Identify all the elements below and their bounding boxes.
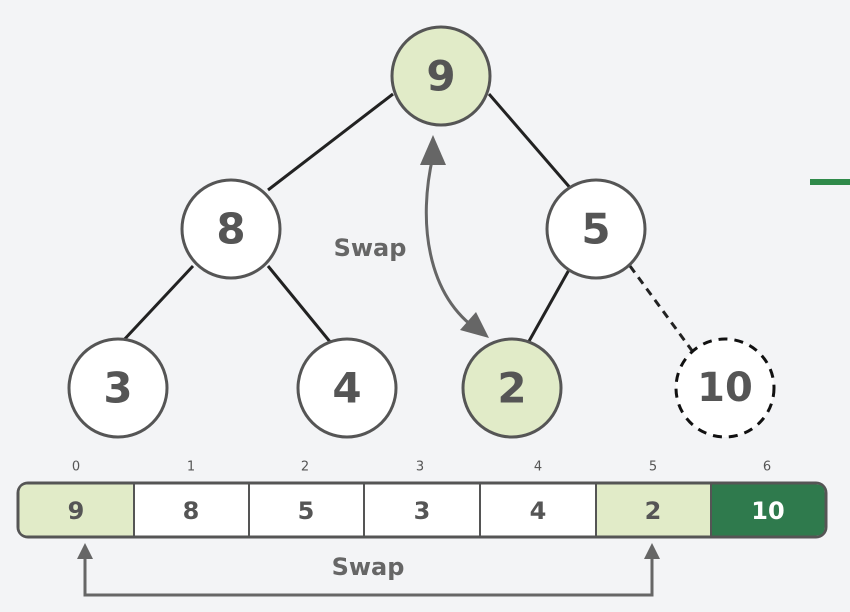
svg-text:10: 10: [697, 365, 753, 411]
array-cell-1: 8: [183, 497, 200, 525]
tree-node-left-right: 4: [296, 337, 398, 439]
array-swap-label: Swap: [332, 553, 405, 581]
tree-node-right: 5: [545, 178, 647, 280]
array-index-2: 2: [301, 460, 309, 475]
edge-left-leftright: [266, 265, 333, 344]
array-cell-2: 5: [298, 497, 315, 525]
svg-text:3: 3: [103, 364, 132, 413]
tree-node-new: 10: [674, 337, 776, 439]
edge-root-right: [487, 93, 574, 191]
edge-left-leftleft: [119, 264, 195, 345]
tree-node-left: 8: [180, 178, 282, 280]
svg-text:9: 9: [426, 52, 455, 101]
array-index-0: 0: [72, 460, 80, 475]
tree-node-root: 9: [390, 25, 492, 127]
svg-text:2: 2: [497, 364, 526, 413]
array-index-4: 4: [534, 460, 542, 475]
svg-text:4: 4: [332, 364, 361, 413]
edge-right-rightleft: [526, 267, 572, 344]
array-index-3: 3: [416, 460, 424, 475]
array-swap-connector: [83, 553, 654, 597]
svg-text:8: 8: [216, 205, 245, 254]
array-cell-0-bg: [19, 484, 134, 536]
tree-swap-arrowhead-bottom: [460, 312, 489, 338]
array-index-1: 1: [187, 460, 195, 475]
tree-node-right-left: 2: [461, 337, 563, 439]
array-index-5: 5: [649, 460, 657, 475]
array-cell-4: 4: [530, 497, 547, 525]
tree-swap-arrowhead-top: [420, 135, 446, 165]
array-swap-arrowhead-right: [644, 543, 660, 559]
tree-swap-label: Swap: [334, 234, 407, 262]
array-cell-0: 9: [68, 497, 85, 525]
array-cell-6-bg: [711, 484, 825, 536]
array-cell-5-bg: [596, 484, 711, 536]
array-indices: 0 1 2 3 4 5 6: [72, 460, 771, 475]
edge-right-new-dashed: [628, 265, 695, 353]
array-cell-3: 3: [414, 497, 431, 525]
array-cell-6: 10: [751, 497, 784, 525]
array-cell-5: 2: [645, 497, 662, 525]
tree-node-left-left: 3: [67, 337, 169, 439]
heap-array: 9 8 5 3 4 2 10: [16, 481, 828, 539]
tree-swap-arrow: [424, 155, 480, 333]
array-index-6: 6: [763, 460, 771, 475]
svg-text:5: 5: [581, 205, 610, 254]
edge-root-left: [267, 92, 394, 192]
array-swap-arrowhead-left: [77, 543, 93, 559]
